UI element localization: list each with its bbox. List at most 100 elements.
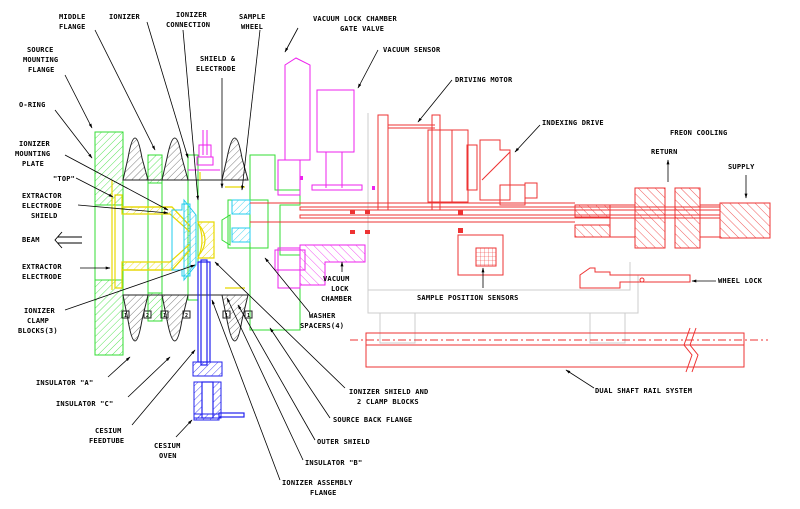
label-line: INSULATOR "A" [36, 379, 93, 387]
label-line: SUPPLY [728, 163, 755, 171]
label-beam: BEAM [22, 236, 40, 244]
label-vacuum-sensor: VACUUM SENSOR [383, 46, 441, 54]
label-line: ELECTRODE [22, 202, 62, 210]
label-extractor-electrode: EXTRACTOR ELECTRODE [22, 263, 62, 281]
insulator-a [122, 137, 149, 342]
label-line: INSULATOR "B" [305, 459, 362, 467]
label-middle-flange: MIDDLE FLANGE [59, 13, 86, 31]
label-o-ring: O-RING [19, 101, 46, 109]
label-vacuum-lock-chamber: VACUUM LOCK CHAMBER [321, 275, 352, 303]
beam-arrow-icon [54, 231, 82, 249]
dual-shaft-rail-system [350, 327, 768, 373]
label-driving-motor: DRIVING MOTOR [455, 76, 513, 84]
label-line: VACUUM [323, 275, 350, 283]
label-line: MOUNTING [15, 150, 50, 158]
label-line: CESIUM [95, 427, 122, 435]
label-line: LOCK [331, 285, 349, 293]
label-line: GATE VALVE [340, 25, 384, 33]
label-line: ELECTRODE [22, 273, 62, 281]
label-line: SAMPLE POSITION SENSORS [417, 294, 519, 302]
label-line: CHAMBER [321, 295, 352, 303]
clamp-blocks [121, 310, 253, 319]
label-insulator-b: INSULATOR "B" [305, 459, 362, 467]
label-line: DUAL SHAFT RAIL SYSTEM [595, 387, 692, 395]
extractor-electrode-shield [171, 198, 197, 282]
clamp-mark: 2 [185, 313, 188, 319]
ionizer [197, 221, 215, 259]
label-return: RETURN [651, 148, 678, 156]
label-line: WHEEL [241, 23, 263, 31]
label-top: "TOP" [53, 175, 75, 183]
label-extractor-electrode-shield: EXTRACTOR ELECTRODE SHIELD [22, 192, 62, 220]
indexing-drive [457, 139, 538, 276]
label-line: FLANGE [59, 23, 86, 31]
label-line: VACUUM LOCK CHAMBER [313, 15, 397, 23]
freon-cooling-blocks [574, 187, 771, 249]
label-line: IONIZER ASSEMBLY [282, 479, 353, 487]
vacuum-lock-chamber [274, 244, 366, 286]
label-line: CLAMP [27, 317, 49, 325]
label-line: IONIZER [176, 11, 207, 19]
label-line: SOURCE [27, 46, 54, 54]
label-ionizer-connection: IONIZER CONNECTION [166, 11, 210, 29]
label-line: INDEXING DRIVE [542, 119, 604, 127]
label-line: FLANGE [28, 66, 55, 74]
label-line: OUTER SHIELD [317, 438, 370, 446]
label-line: RETURN [651, 148, 678, 156]
label-line: DRIVING MOTOR [455, 76, 513, 84]
sample-position-sensors [475, 247, 497, 267]
wheel-lock [579, 267, 691, 289]
label-line: "TOP" [53, 175, 75, 183]
label-line: WASHER [309, 312, 336, 320]
driving-motor [377, 114, 478, 211]
vacuum-sensor [311, 89, 363, 191]
label-line: EXTRACTOR [22, 263, 62, 271]
label-ionizer-clamp-blocks: IONIZER CLAMP BLOCKS(3) [18, 307, 58, 335]
ionizer-connection [188, 130, 220, 171]
label-sample-wheel: SAMPLE WHEEL [239, 13, 266, 31]
label-line: 2 CLAMP BLOCKS [357, 398, 419, 406]
cesium-oven [193, 381, 245, 421]
clamp-mark: 1 [163, 313, 166, 319]
label-insulator-c: INSULATOR "C" [56, 400, 113, 408]
label-ionizer-mounting-plate: IONIZER MOUNTING PLATE [15, 140, 50, 168]
label-line: FLANGE [310, 489, 337, 497]
label-indexing-drive: INDEXING DRIVE [542, 119, 604, 127]
label-line: IONIZER SHIELD AND [349, 388, 428, 396]
label-line: EXTRACTOR [22, 192, 62, 200]
label-outer-shield: OUTER SHIELD [317, 438, 370, 446]
label-line: OVEN [159, 452, 177, 460]
label-line: SPACERS(4) [300, 322, 344, 330]
label-line: FREON COOLING [670, 129, 727, 137]
label-line: IONIZER [24, 307, 55, 315]
insulator-b [221, 137, 249, 342]
label-line: SHIELD [31, 212, 58, 220]
label-freon-cooling: FREON COOLING [670, 129, 727, 137]
label-ionizer-shield-clamp-blocks: IONIZER SHIELD AND 2 CLAMP BLOCKS [349, 388, 428, 406]
label-line: WHEEL LOCK [718, 277, 763, 285]
label-line: IONIZER [109, 13, 140, 21]
leader-lines [54, 21, 748, 481]
label-source-mounting-flange: SOURCE MOUNTING FLANGE [23, 46, 58, 74]
label-line: SAMPLE [239, 13, 266, 21]
label-line: ELECTRODE [196, 65, 236, 73]
label-line: IONIZER [19, 140, 50, 148]
label-line: BEAM [22, 236, 40, 244]
source-mounting-flange [94, 131, 124, 356]
label-insulator-a: INSULATOR "A" [36, 379, 93, 387]
clamp-mark: 1 [247, 313, 250, 319]
label-line: VACUUM SENSOR [383, 46, 441, 54]
label-line: O-RING [19, 101, 46, 109]
label-sample-position-sensors: SAMPLE POSITION SENSORS [417, 294, 519, 302]
label-line: CONNECTION [166, 21, 210, 29]
clamp-block-marks: 1 2 1 2 1 1 [124, 313, 250, 319]
label-source-back-flange: SOURCE BACK FLANGE [333, 416, 412, 424]
label-line: MIDDLE [59, 13, 86, 21]
label-line: BLOCKS(3) [18, 327, 58, 335]
label-line: SOURCE BACK FLANGE [333, 416, 412, 424]
drive-shaft [250, 202, 721, 223]
label-washer-spacers: WASHER SPACERS(4) [300, 312, 344, 330]
insulator-c [161, 137, 189, 342]
label-dual-shaft-rail-system: DUAL SHAFT RAIL SYSTEM [595, 387, 692, 395]
